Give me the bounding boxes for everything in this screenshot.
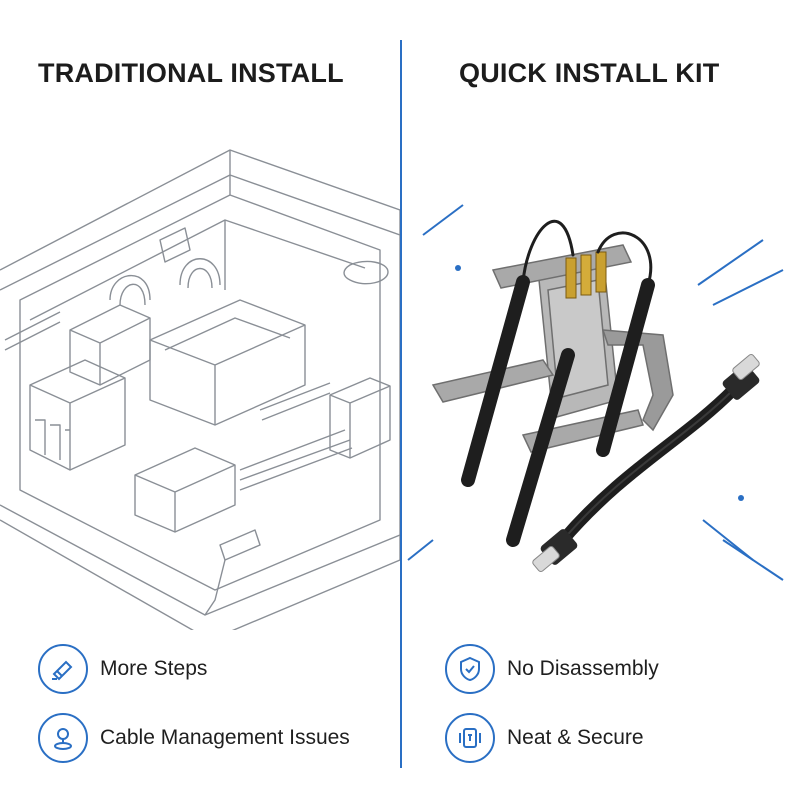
tools-icon [38, 644, 88, 694]
feature-cable-management-issues: Cable Management Issues [38, 712, 350, 764]
feature-label: Neat & Secure [507, 726, 644, 749]
feature-no-disassembly: No Disassembly [445, 643, 659, 695]
feature-more-steps: More Steps [38, 643, 207, 695]
quick-install-kit-product-image [407, 204, 784, 581]
traditional-install-panel: TRADITIONAL INSTALL [0, 58, 400, 764]
quick-install-kit-panel: QUICK INSTALL KIT [403, 0, 800, 800]
cable-icon [38, 713, 88, 763]
shield-check-icon [445, 644, 495, 694]
traditional-install-title: TRADITIONAL INSTALL [38, 58, 344, 88]
feature-neat-and-secure: Neat & Secure [445, 712, 644, 764]
feature-label: No Disassembly [507, 657, 659, 680]
quick-install-kit-title: QUICK INSTALL KIT [459, 58, 720, 88]
console-interior-line-art [0, 149, 400, 630]
secure-device-icon [445, 713, 495, 763]
feature-label: Cable Management Issues [100, 726, 350, 749]
feature-label: More Steps [100, 657, 208, 680]
panel-divider [400, 40, 402, 768]
